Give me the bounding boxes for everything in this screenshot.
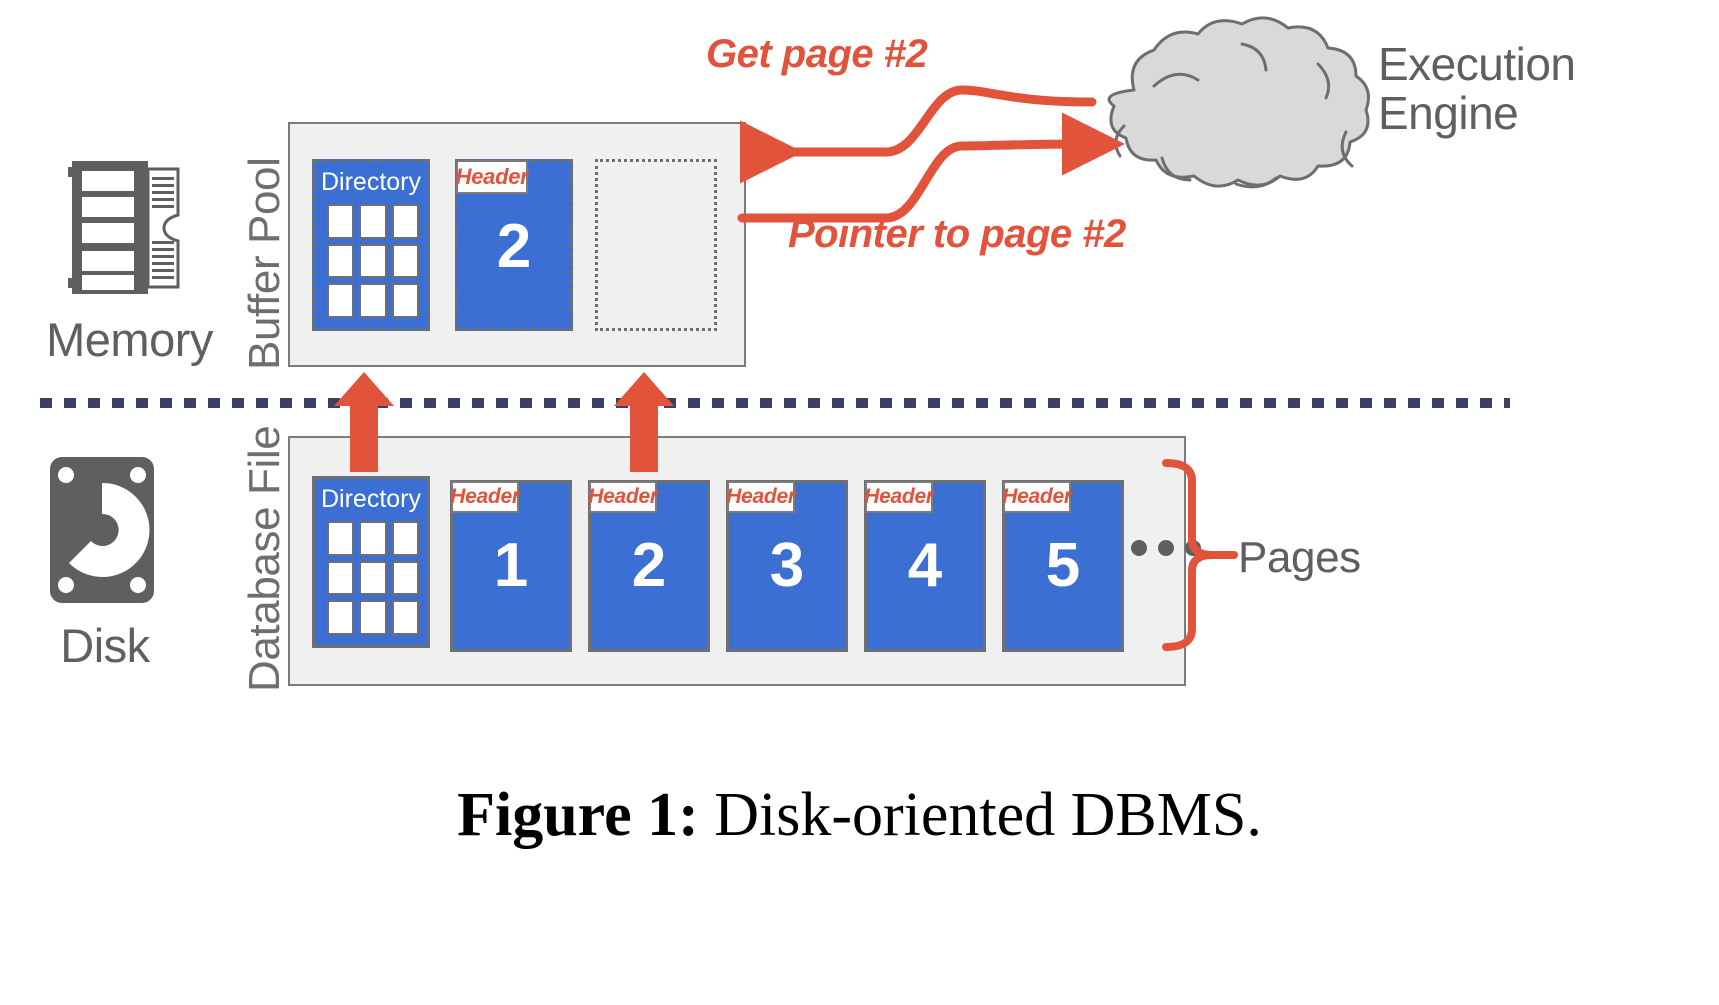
database-page-card[interactable]: Header 3 [726,480,848,652]
page-header-label: Header [864,481,934,513]
load-arrow-directory-icon [334,372,394,472]
pages-brace-icon [1160,455,1240,655]
directory-cell [391,243,419,279]
directory-cell [327,600,355,635]
database-page-card[interactable]: Header 4 [864,480,986,652]
directory-cell [359,521,387,556]
page-header-label: Header [588,481,658,513]
ellipsis-dot [1131,540,1147,556]
page-header-label: Header [1002,481,1072,513]
directory-cell [391,204,419,239]
directory-cell [391,521,419,556]
disk-label: Disk [60,619,150,672]
load-arrow-page2-icon [614,372,674,472]
buffer-pool-directory-card[interactable]: Directory [312,159,430,331]
page-number: 3 [769,531,805,600]
page-number: 2 [496,212,532,281]
ram-stick-icon [68,155,188,300]
request-flow-label: Get page #2 [706,32,928,76]
directory-cell [391,560,419,596]
directory-title: Directory [320,168,421,196]
page-number: 2 [631,531,667,600]
figure-caption-text: Disk-oriented DBMS. [698,781,1262,849]
directory-cell [359,600,387,635]
response-flow-arrow [737,112,1140,257]
memory-label: Memory [46,313,213,366]
request-flow-arrow [740,60,1140,184]
database-file-directory-card[interactable]: Directory [312,476,430,648]
figure-caption-label: Figure 1: [457,781,699,849]
ellipsis-dot [1158,540,1174,556]
directory-cell [359,283,387,318]
directory-cell [327,204,355,239]
page-header-label: Header [726,481,796,513]
memory-disk-divider [40,398,1510,408]
directory-cell [391,283,419,318]
directory-cell [359,204,387,239]
directory-cell [327,283,355,318]
page-header-label: Header [456,160,529,194]
figure-caption: Figure 1: Disk-oriented DBMS. [0,780,1719,851]
page-number: 5 [1045,531,1081,600]
directory-cell [359,243,387,279]
execution-engine-line1: Execution [1378,38,1576,90]
page-header-label: Header [450,481,520,513]
directory-cell [391,600,419,635]
buffer-pool-panel: Directory Header 2 [288,122,746,367]
hard-disk-icon [48,455,156,605]
database-file-label: Database File [240,425,289,692]
page-number: 1 [493,531,529,600]
database-page-card[interactable]: Header 1 [450,480,572,652]
page-number: 4 [907,531,943,600]
buffer-pool-page-card[interactable]: Header 2 [455,159,573,331]
database-page-card[interactable]: Header 5 [1002,480,1124,652]
response-flow-label: Pointer to page #2 [788,212,1126,256]
database-page-card[interactable]: Header 2 [588,480,710,652]
buffer-pool-label: Buffer Pool [240,157,289,371]
directory-cell [327,521,355,556]
directory-cell [327,560,355,596]
cloud-icon [1060,16,1390,203]
directory-cell [327,243,355,279]
directory-grid [327,521,419,635]
database-file-panel: Directory Header 1 Header 2 Header 3 Hea… [288,436,1186,686]
directory-cell [359,560,387,596]
execution-engine-line2: Engine [1378,87,1519,140]
directory-grid [327,204,419,318]
directory-title: Directory [320,485,421,513]
execution-engine-label: Execution Engine [1378,38,1576,140]
buffer-pool-empty-frame[interactable] [595,159,717,331]
pages-label: Pages [1238,533,1361,582]
